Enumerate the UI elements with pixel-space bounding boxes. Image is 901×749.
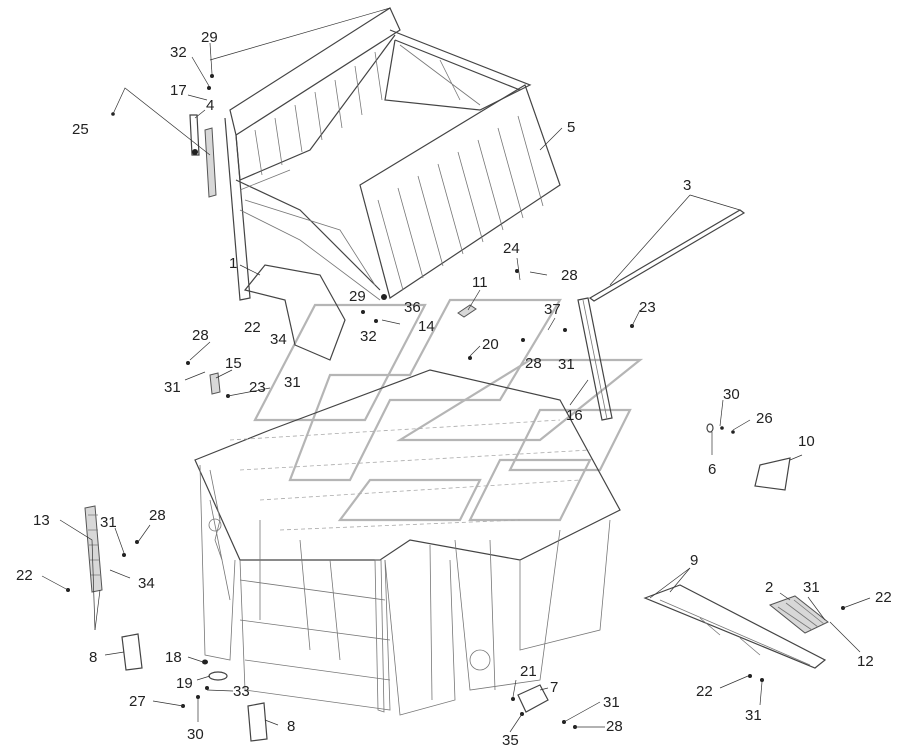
callout-14: 14 [418, 318, 435, 335]
callout-8: 8 [287, 718, 295, 735]
callout-11: 11 [472, 274, 488, 291]
callout-28: 28 [606, 718, 623, 735]
callout-31: 31 [100, 514, 117, 531]
callout-10: 10 [798, 433, 815, 450]
callout-labels: 29 32 17 4 25 5 3 1 24 28 11 29 36 37 23… [16, 29, 892, 749]
callout-18: 18 [165, 649, 182, 666]
callout-31: 31 [745, 707, 762, 724]
callout-25: 25 [72, 121, 89, 138]
callout-7: 7 [550, 679, 558, 696]
callout-28: 28 [525, 355, 542, 372]
callout-26: 26 [756, 410, 773, 427]
pillar-part-16 [577, 297, 613, 421]
callout-3: 3 [683, 177, 691, 194]
callout-35: 35 [502, 732, 519, 749]
callout-27: 27 [129, 693, 146, 710]
callout-32: 32 [170, 44, 187, 61]
callout-28: 28 [149, 507, 166, 524]
callout-34: 34 [138, 575, 155, 592]
callout-15: 15 [225, 355, 242, 372]
callout-21: 21 [520, 663, 537, 680]
rod-part-3 [588, 194, 746, 302]
callout-31: 31 [603, 694, 620, 711]
callout-1: 1 [229, 255, 237, 272]
callout-23: 23 [249, 379, 266, 396]
callout-22: 22 [244, 319, 261, 336]
machine-body [194, 369, 621, 716]
small-parts [84, 264, 829, 742]
callout-5: 5 [567, 119, 575, 136]
callout-29: 29 [201, 29, 218, 46]
callout-22: 22 [875, 589, 892, 606]
callout-31: 31 [284, 374, 301, 391]
callout-32: 32 [360, 328, 377, 345]
callout-28: 28 [561, 267, 578, 284]
callout-20: 20 [482, 336, 499, 353]
callout-29: 29 [349, 288, 366, 305]
callout-12: 12 [857, 653, 874, 670]
callout-2: 2 [765, 579, 773, 596]
fastener-dots [66, 74, 845, 729]
leader-lines [41, 7, 871, 733]
callout-22: 22 [696, 683, 713, 700]
callout-33: 33 [233, 683, 250, 700]
callout-28: 28 [192, 327, 209, 344]
callout-17: 17 [170, 82, 187, 99]
callout-6: 6 [708, 461, 716, 478]
callout-36: 36 [404, 299, 421, 316]
callout-8: 8 [89, 649, 97, 666]
callout-37: 37 [544, 301, 561, 318]
callout-31: 31 [803, 579, 820, 596]
hood-assembly [189, 7, 561, 301]
callout-23: 23 [639, 299, 656, 316]
callout-16: 16 [566, 407, 583, 424]
callout-30: 30 [187, 726, 204, 743]
callout-9: 9 [690, 552, 698, 569]
callout-19: 19 [176, 675, 193, 692]
callout-24: 24 [503, 240, 520, 257]
callout-13: 13 [33, 512, 50, 529]
callout-31: 31 [558, 356, 575, 373]
callout-4: 4 [206, 97, 214, 114]
callout-22: 22 [16, 567, 33, 584]
callout-30: 30 [723, 386, 740, 403]
callout-34: 34 [270, 331, 287, 348]
callout-31: 31 [164, 379, 181, 396]
